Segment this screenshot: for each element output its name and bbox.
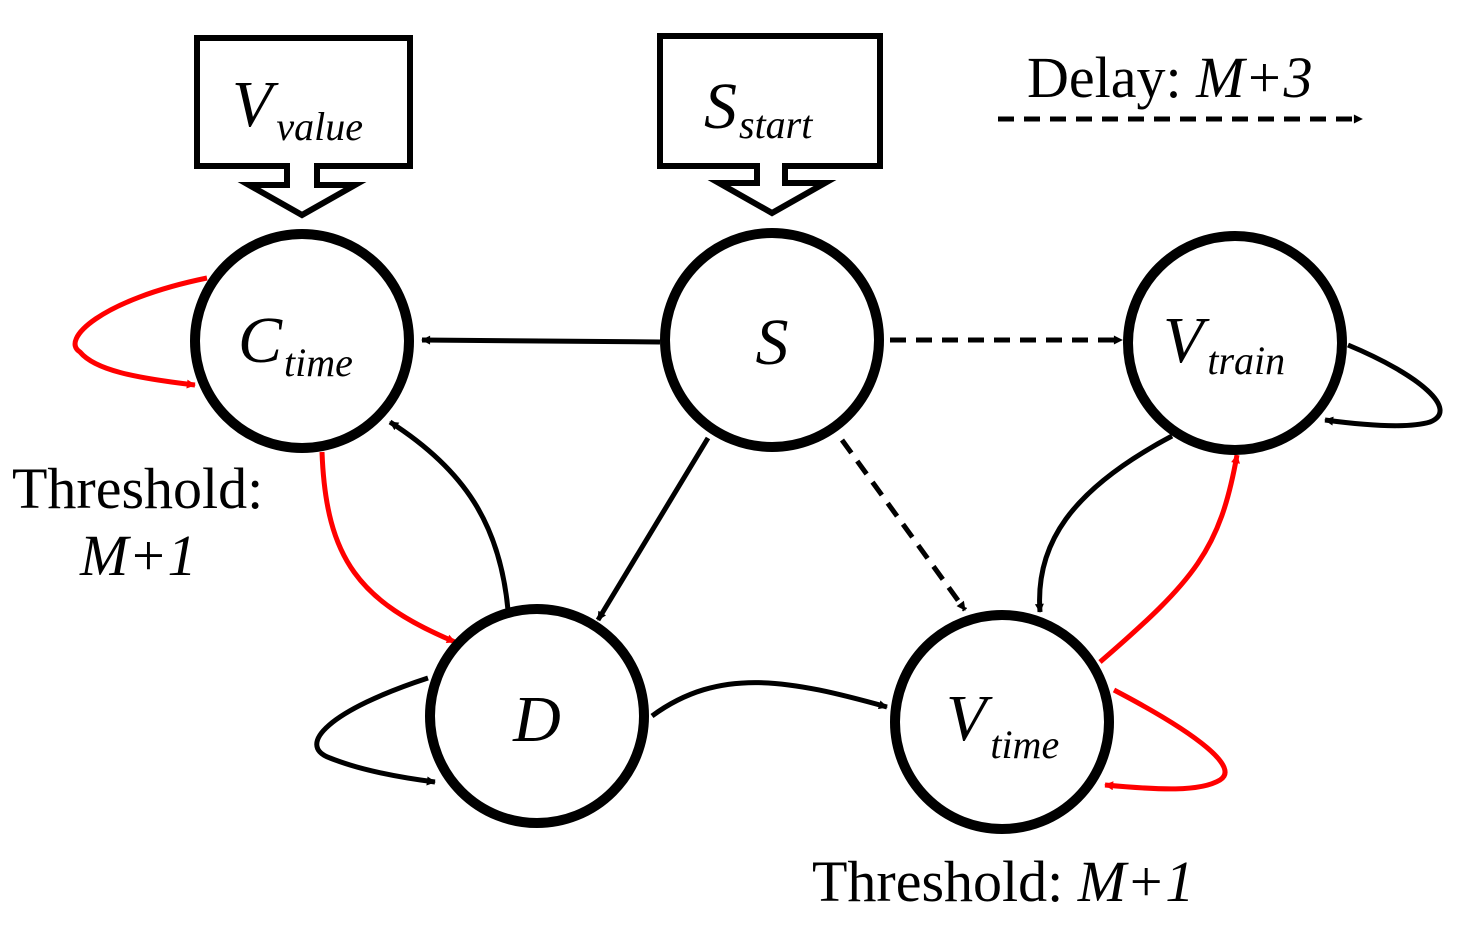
edge-v-train-to-v-time: [1034, 433, 1174, 613]
v-time-threshold-value: M+1: [1077, 849, 1194, 914]
edge-c-time-to-d: [319, 451, 456, 645]
input-s-start-sub: start: [739, 102, 813, 147]
node-c-time-sub: time: [284, 340, 353, 385]
edge-c-time-self-loop: [72, 275, 208, 389]
c-time-threshold-label: Threshold:: [12, 456, 263, 521]
c-time-threshold-value: M+1: [79, 523, 196, 588]
input-s-start-main: S: [704, 70, 737, 143]
v-time-threshold-label: Threshold:: [812, 849, 1078, 914]
edge-s-to-d: [595, 436, 711, 622]
node-s-circle: [660, 228, 884, 452]
edge-v-time-self-loop: [1104, 687, 1228, 792]
input-box-s-start: [657, 33, 883, 217]
node-v-train-circle: [1123, 231, 1347, 455]
v-time-threshold-text: Threshold: M+1: [812, 849, 1194, 914]
node-v-train-sub: train: [1207, 338, 1285, 383]
node-s-label: S: [756, 306, 789, 379]
edge-s-to-c-time: [421, 335, 661, 345]
edge-d-to-c-time: [388, 419, 511, 611]
input-v-value-sub: value: [276, 104, 363, 149]
legend-delay-label: Delay:: [1027, 45, 1196, 110]
node-c-time-label: Ctime: [238, 304, 353, 385]
node-v-time-circle: [890, 610, 1114, 834]
node-c-time-circle: [190, 229, 414, 453]
legend-delay-value: M+3: [1195, 45, 1312, 110]
edge-v-train-self-loop: [1324, 342, 1443, 429]
node-v-time-sub: time: [990, 722, 1059, 767]
node-d: D: [425, 604, 649, 828]
legend-delay-text: Delay: M+3: [1027, 45, 1313, 110]
node-c-time: Ctime: [190, 229, 414, 453]
node-c-time-main: C: [238, 304, 283, 377]
input-s-start-label: Sstart: [704, 70, 813, 147]
edge-d-to-v-time: [650, 680, 888, 719]
input-box-v-value: [194, 35, 413, 219]
node-s: S: [660, 228, 884, 452]
edge-v-time-to-v-train: [1098, 454, 1241, 664]
edge-s-to-v-time-delay: [839, 438, 968, 612]
node-v-time-main: V: [946, 682, 993, 755]
node-d-circle: [425, 604, 649, 828]
node-d-label: D: [512, 683, 561, 756]
node-v-train-main: V: [1163, 304, 1210, 377]
edge-d-self-loop: [314, 675, 436, 786]
input-v-value-main: V: [232, 68, 279, 141]
